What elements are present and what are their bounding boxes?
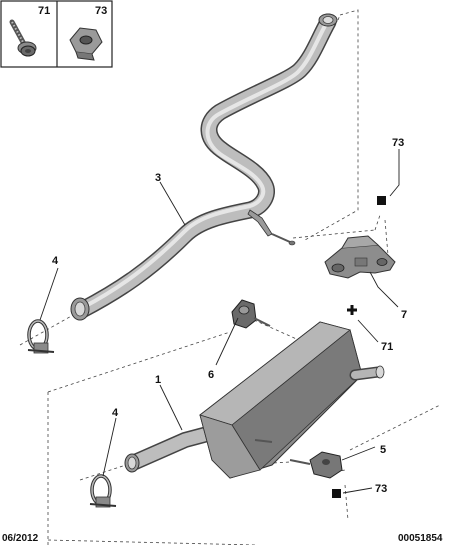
callout-part-73-rear: 73 xyxy=(375,483,387,495)
callout-part-5: 5 xyxy=(380,444,386,456)
rear-silencer-muffler xyxy=(124,321,385,479)
leader-lines xyxy=(39,149,400,494)
front-exhaust-pipe xyxy=(70,13,338,321)
pipe-clamp-front xyxy=(27,319,55,354)
callouts: 3 4 1 4 6 73 7 71 5 73 xyxy=(52,137,407,495)
exhaust-mounting-bracket xyxy=(324,235,396,279)
fastener-marker-71-front xyxy=(347,305,357,315)
callout-part-7: 7 xyxy=(401,309,407,321)
rear-mounting-bracket xyxy=(289,451,343,479)
callout-part-71: 71 xyxy=(381,341,393,353)
fastener-marker-73-rear xyxy=(332,489,341,498)
rubber-mount xyxy=(231,299,271,329)
footer-reference-number: 00051854 xyxy=(398,533,443,544)
callout-part-4-rear: 4 xyxy=(112,407,119,419)
pipe-clamp-rear xyxy=(89,474,117,508)
legend-number-73: 73 xyxy=(95,5,107,17)
parts-legend-box: 71 73 xyxy=(0,0,113,68)
callout-part-6: 6 xyxy=(208,369,214,381)
footer-date: 06/2012 xyxy=(2,533,39,544)
callout-part-3: 3 xyxy=(155,172,161,184)
fastener-marker-73-front xyxy=(377,196,386,205)
bolt-with-washer-icon xyxy=(9,19,37,57)
callout-part-1: 1 xyxy=(155,374,161,386)
legend-number-71: 71 xyxy=(38,5,50,17)
callout-part-4-front: 4 xyxy=(52,255,59,267)
cage-nut-icon xyxy=(69,27,103,61)
callout-part-73-front: 73 xyxy=(392,137,404,149)
